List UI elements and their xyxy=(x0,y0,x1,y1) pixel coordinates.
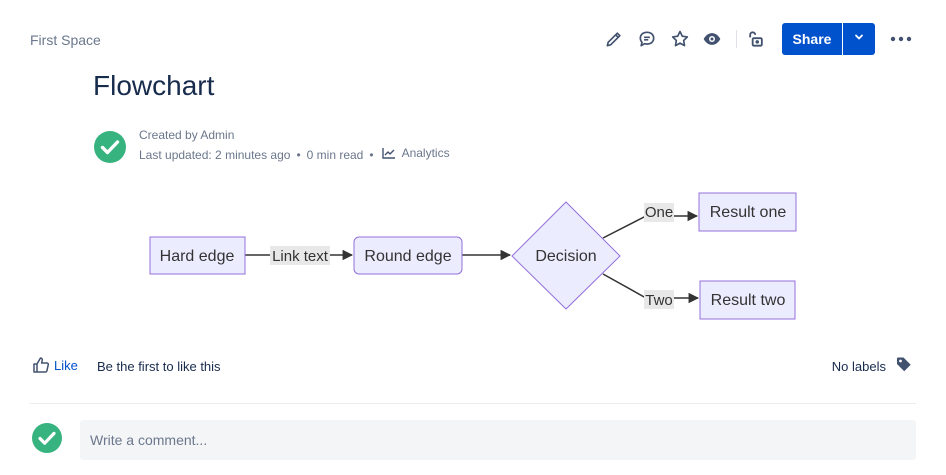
page-title: Flowchart xyxy=(93,70,215,101)
node-result-two-label: Result two xyxy=(711,292,786,309)
analytics-icon xyxy=(381,148,395,159)
breadcrumb[interactable]: First Space xyxy=(30,32,101,48)
node-result-one-label: Result one xyxy=(710,204,787,221)
node-hard-edge[interactable] xyxy=(149,236,246,275)
node-round-edge-label: Round edge xyxy=(364,248,451,265)
watch-icon[interactable] xyxy=(700,27,724,51)
created-by: Created by Admin xyxy=(139,128,235,142)
label-tag-icon[interactable] xyxy=(896,356,912,375)
separator-dot: • xyxy=(296,148,301,162)
star-icon[interactable] xyxy=(668,27,692,51)
edit-icon[interactable] xyxy=(602,27,626,51)
no-labels-text: No labels xyxy=(831,358,886,374)
thumbs-up-icon xyxy=(33,357,50,373)
node-hard-edge-label: Hard edge xyxy=(160,248,235,265)
edge-label-one: One xyxy=(645,204,673,221)
separator-dot: • xyxy=(369,148,374,162)
node-result-one[interactable] xyxy=(698,192,797,232)
page-byline: Created by Admin Last updated: 2 minutes… xyxy=(93,128,493,164)
edge-label-bg xyxy=(270,246,330,265)
share-button[interactable]: Share xyxy=(782,23,842,55)
like-label: Like xyxy=(54,357,78,373)
reactions-row: Like Be the first to like this No labels xyxy=(32,356,912,378)
labels-area: No labels xyxy=(832,356,912,375)
node-round-edge[interactable] xyxy=(353,236,463,275)
byline-meta: Last updated: 2 minutes ago•0 min read• … xyxy=(139,146,450,162)
node-decision-label: Decision xyxy=(535,248,596,265)
page-toolbar: Share xyxy=(600,22,930,56)
like-status-text: Be the first to like this xyxy=(97,359,221,374)
comment-icon[interactable] xyxy=(635,27,659,51)
more-actions-icon[interactable] xyxy=(888,27,914,51)
edge-label-link-text: Link text xyxy=(272,248,329,265)
node-decision[interactable] xyxy=(511,201,621,310)
share-dropdown-button[interactable] xyxy=(843,23,875,55)
node-result-two[interactable] xyxy=(699,280,796,320)
section-divider xyxy=(30,403,916,404)
like-button[interactable]: Like xyxy=(32,356,78,374)
flowchart-diagram: Link text One Two Hard edge Round edge D… xyxy=(149,192,797,320)
edge-label-bg xyxy=(644,290,674,309)
analytics-label: Analytics xyxy=(401,146,450,160)
commenter-avatar xyxy=(32,423,62,453)
chevron-down-icon xyxy=(853,30,865,48)
edge-label-two: Two xyxy=(645,292,673,309)
last-updated[interactable]: Last updated: 2 minutes ago xyxy=(139,148,291,162)
read-time: 0 min read xyxy=(306,148,364,162)
toolbar-separator xyxy=(736,30,737,48)
analytics-link[interactable]: Analytics xyxy=(381,146,450,160)
author-avatar[interactable] xyxy=(93,130,127,164)
restrictions-icon[interactable] xyxy=(744,27,768,51)
comment-input[interactable] xyxy=(80,420,916,460)
edge-label-bg xyxy=(644,203,674,222)
